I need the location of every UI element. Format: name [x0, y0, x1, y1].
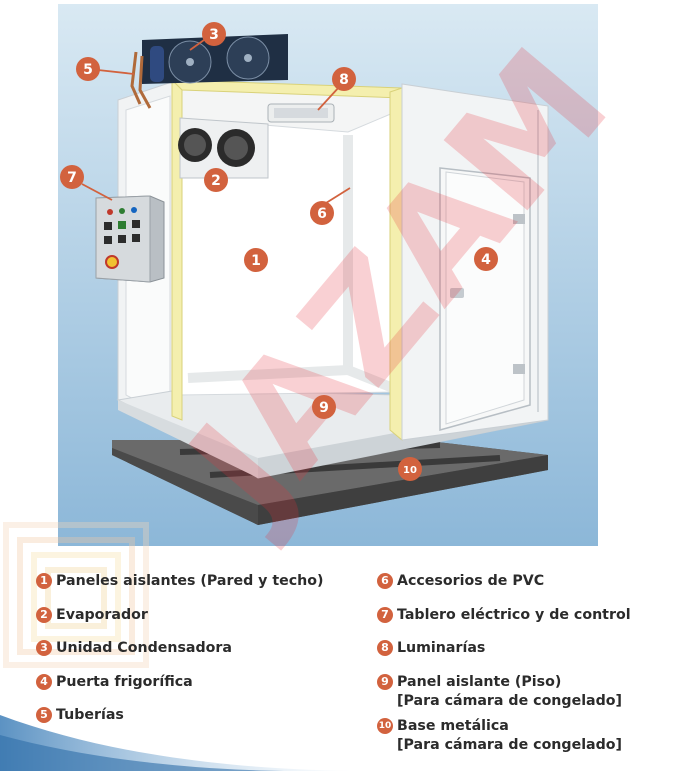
legend-number-badge: 8	[377, 640, 393, 656]
svg-text:3: 3	[209, 27, 219, 43]
legend-item-8: 8 Luminarías	[377, 639, 485, 658]
legend-item-3: 3 Unidad Condensadora	[36, 639, 232, 658]
callout-leaders	[81, 39, 351, 209]
legend-number-badge: 7	[377, 607, 393, 623]
legend-label: Paneles aislantes (Pared y techo)	[56, 573, 324, 589]
legend-item-7: 7 Tablero eléctrico y de control	[377, 606, 631, 625]
callout-markers: 1 2 3 4 5 6 7 8	[60, 22, 498, 481]
door-hinge	[513, 364, 525, 374]
svg-text:6: 6	[317, 206, 327, 222]
legend-item-6: 6 Accesorios de PVC	[377, 572, 544, 591]
legend-sublabel: [Para cámara de congelado]	[397, 693, 623, 709]
legend-label: Evaporador	[56, 607, 148, 623]
door-hinge	[513, 214, 525, 224]
legend-number-badge: 5	[36, 707, 52, 723]
legend-item-5: 5 Tuberías	[36, 706, 124, 725]
legend-number-badge: 2	[36, 607, 52, 623]
callout-5: 5	[76, 57, 100, 81]
legend-sublabel: [Para cámara de congelado]	[397, 737, 623, 753]
legend-label: Puerta frigorífica	[56, 674, 193, 690]
svg-text:4: 4	[481, 252, 491, 268]
legend-item-9: 9 Panel aislante (Piso) [Para cámara de …	[377, 673, 622, 711]
callout-10: 10	[398, 457, 422, 481]
legend-item-4: 4 Puerta frigorífica	[36, 673, 193, 692]
legend-item-10: 10 Base metálica [Para cámara de congela…	[377, 717, 622, 755]
light-fixture	[267, 103, 335, 123]
legend-label: Base metálica	[397, 718, 509, 734]
svg-text:5: 5	[83, 62, 93, 78]
door-frame-yellow	[170, 78, 403, 442]
callout-8: 8	[332, 67, 356, 91]
legend-label: Tuberías	[56, 707, 124, 723]
legend-label: Tablero eléctrico y de control	[397, 607, 631, 623]
legend-label: Unidad Condensadora	[56, 640, 232, 656]
svg-text:9: 9	[319, 400, 329, 416]
svg-text:2: 2	[211, 173, 221, 189]
callout-1: 1	[244, 248, 268, 272]
legend-label: Panel aislante (Piso)	[397, 674, 562, 690]
callout-7: 7	[60, 165, 84, 189]
evaporator-unit	[178, 117, 269, 179]
legend-number-badge: 9	[377, 674, 393, 690]
legend-number-badge: 3	[36, 640, 52, 656]
svg-text:8: 8	[339, 72, 349, 88]
callout-6: 6	[310, 201, 334, 225]
svg-text:10: 10	[403, 465, 417, 476]
legend-number-badge: 1	[36, 573, 52, 589]
callout-9: 9	[312, 395, 336, 419]
refrigerant-pipes	[130, 51, 152, 109]
callout-4: 4	[474, 247, 498, 271]
legend-item-2: 2 Evaporador	[36, 606, 148, 625]
electrical-control-panel	[95, 195, 165, 283]
legend-label: Luminarías	[397, 640, 486, 656]
legend-number-badge: 6	[377, 573, 393, 589]
legend-label: Accesorios de PVC	[397, 573, 545, 589]
svg-text:7: 7	[67, 170, 77, 186]
legend-number-badge: 10	[377, 718, 393, 734]
corner-logo-mark	[3, 522, 149, 668]
svg-text:1: 1	[251, 253, 261, 269]
door-handle	[450, 288, 464, 298]
cold-room-diagram: JAZAM 1 2 3 4 5 6	[60, 18, 642, 555]
legend-item-1: 1 Paneles aislantes (Pared y techo)	[36, 572, 324, 591]
callout-3: 3	[202, 22, 226, 46]
legend-number-badge: 4	[36, 674, 52, 690]
callout-2: 2	[204, 168, 228, 192]
condensing-unit	[142, 34, 288, 84]
